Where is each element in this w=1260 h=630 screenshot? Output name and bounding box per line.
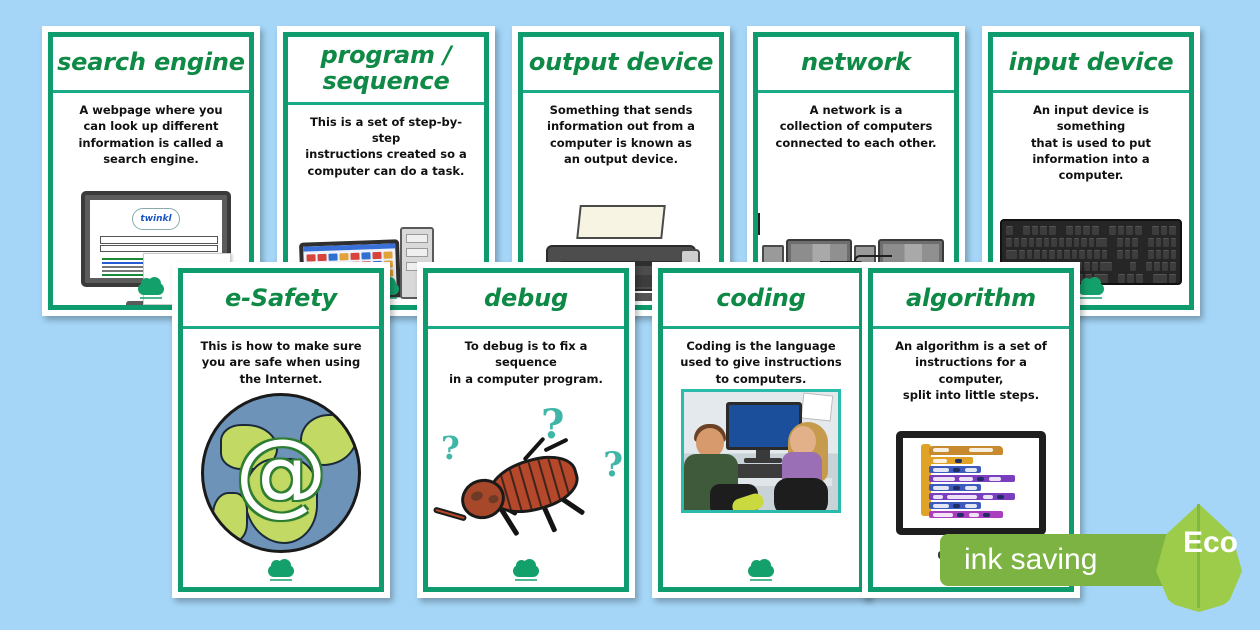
card-e-safety[interactable]: e-Safety This is how to make sure you ar… (172, 262, 390, 598)
card-title-box: output device (523, 37, 719, 93)
children-at-computer-photo (681, 388, 841, 513)
card-description: Something that sends information out fro… (547, 103, 695, 166)
twinkl-wordmark: twinkl (132, 208, 180, 230)
question-mark-icon: ? (541, 400, 565, 448)
card-title-box: e-Safety (183, 273, 379, 329)
globe-icon: @ (201, 392, 361, 553)
twinkl-logo-icon (511, 559, 541, 583)
question-mark-icon: ? (603, 444, 623, 485)
card-illustration-debug: ? ? ? (428, 389, 624, 587)
card-description: Coding is the language used to give inst… (680, 339, 842, 386)
card-illustration-e-safety: @ (183, 389, 379, 587)
card-title: network (801, 48, 911, 77)
card-description: A webpage where you can look up differen… (78, 103, 224, 166)
twinkl-logo-icon (746, 559, 776, 583)
card-title: coding (716, 284, 806, 313)
card-description: A network is a collection of computers c… (775, 103, 937, 150)
card-illustration-search-engine: twinkl (53, 169, 249, 305)
card-search-engine[interactable]: search engine A webpage where you can lo… (42, 26, 260, 316)
card-debug[interactable]: debug To debug is to fix a sequence in a… (417, 262, 635, 598)
question-mark-icon: ? (441, 428, 460, 467)
twinkl-logo-icon (266, 559, 296, 583)
monitor-icon (896, 431, 1046, 536)
card-title-box: algorithm (873, 273, 1069, 329)
card-title-box: program / sequence (288, 37, 484, 105)
ink-saving-eco-badge: ink saving Eco (940, 498, 1260, 612)
at-symbol: @ (235, 418, 327, 526)
card-description: This is a set of step-by-step instructio… (305, 114, 467, 178)
card-title: debug (484, 284, 568, 313)
card-title-box: search engine (53, 37, 249, 93)
beetle-icon: ? ? ? (431, 401, 623, 567)
card-title-box: coding (663, 273, 859, 329)
card-description: An algorithm is a set of instructions fo… (895, 339, 1047, 402)
card-title: e-Safety (225, 284, 337, 313)
card-title: algorithm (906, 284, 1036, 313)
card-title: input device (1008, 48, 1174, 77)
card-title-box: debug (428, 273, 624, 329)
card-title: search engine (57, 48, 245, 77)
card-title: output device (528, 48, 714, 77)
scratch-code-blocks (929, 446, 1021, 520)
card-title-box: input device (993, 37, 1189, 93)
ink-saving-label: ink saving (964, 543, 1098, 576)
card-coding[interactable]: coding Coding is the language used to gi… (652, 262, 870, 598)
card-title-box: network (758, 37, 954, 93)
eco-label: Eco (1182, 526, 1238, 559)
card-title: program / sequence (320, 41, 452, 95)
twinkl-logo-icon (1076, 277, 1106, 301)
monitor-icon: twinkl (81, 191, 231, 305)
card-description: To debug is to fix a sequence in a compu… (449, 339, 603, 386)
card-description: This is how to make sure you are safe wh… (200, 339, 362, 386)
twinkl-logo-icon (136, 277, 166, 301)
card-illustration-coding (663, 388, 859, 587)
leaf-vein (1197, 504, 1200, 608)
card-description: An input device is something that is use… (1030, 103, 1152, 183)
